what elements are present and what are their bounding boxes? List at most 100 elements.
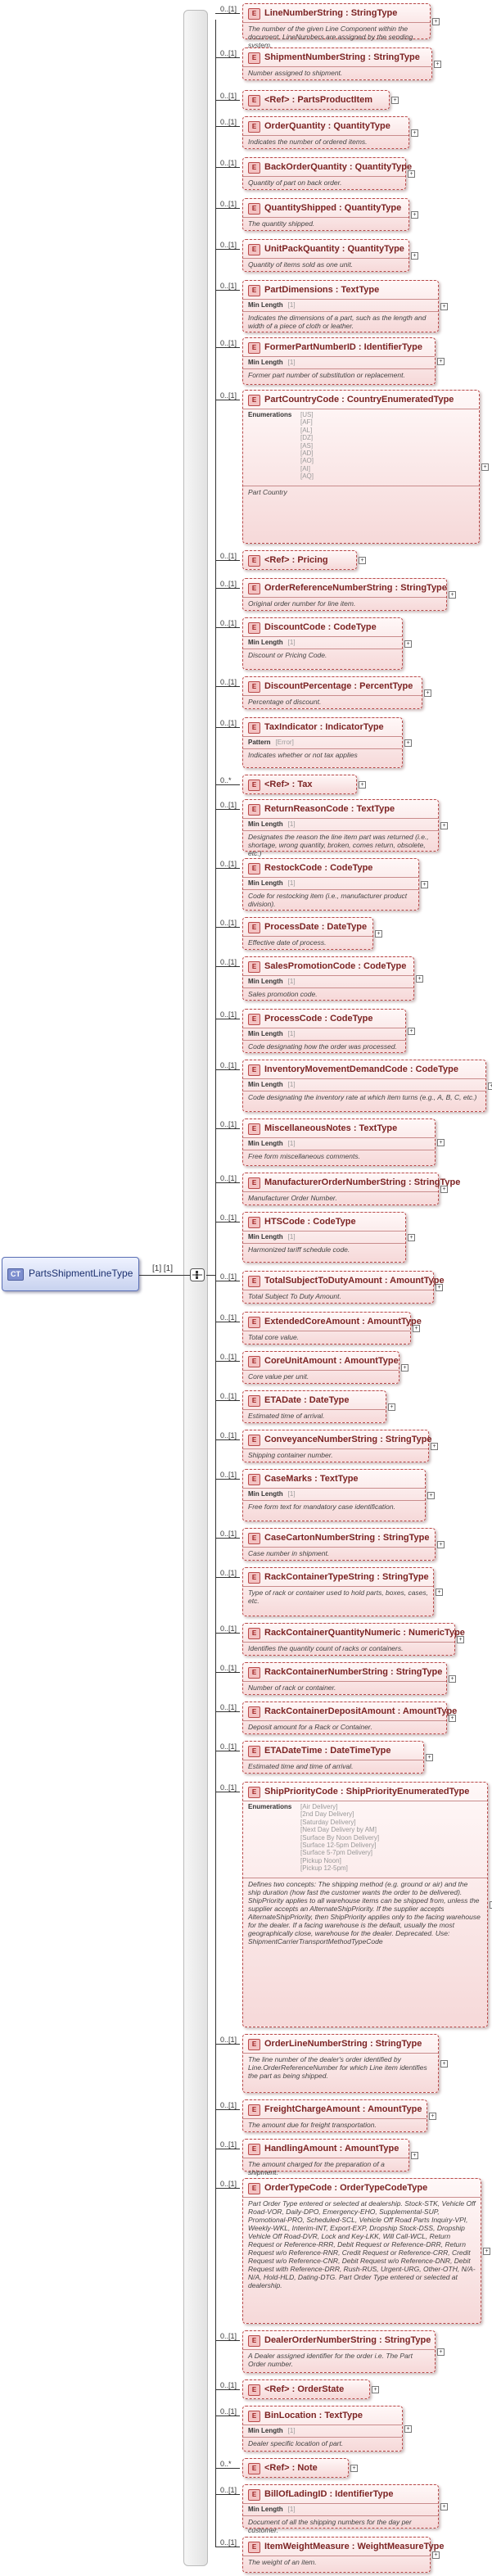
expand-toggle[interactable]: + — [432, 2551, 440, 2559]
expand-toggle[interactable]: + — [359, 557, 366, 564]
expand-toggle[interactable]: + — [359, 781, 366, 789]
expand-toggle[interactable]: + — [427, 1492, 435, 1499]
expand-toggle[interactable]: + — [440, 2060, 448, 2068]
expand-toggle[interactable]: + — [440, 1186, 448, 1193]
element-cardinality: 0..[1] — [220, 1703, 237, 1711]
element-connector — [215, 290, 240, 291]
expand-toggle[interactable]: + — [424, 689, 431, 697]
expand-toggle[interactable]: + — [449, 591, 456, 599]
element-box[interactable]: E<Ref> : Tax — [242, 775, 357, 794]
expand-toggle[interactable]: + — [440, 2503, 448, 2510]
expand-toggle[interactable]: + — [411, 211, 418, 219]
expand-toggle[interactable]: + — [388, 1403, 395, 1411]
expand-toggle[interactable]: + — [372, 2386, 379, 2393]
expand-toggle[interactable]: + — [436, 1284, 443, 1291]
element-connector — [215, 2340, 240, 2341]
element-box[interactable]: E<Ref> : PartsProductItem — [242, 90, 390, 110]
expand-toggle[interactable]: + — [411, 2152, 418, 2159]
expand-toggle[interactable]: + — [437, 358, 445, 365]
expand-toggle[interactable]: + — [440, 822, 448, 829]
expand-toggle[interactable]: + — [408, 170, 415, 178]
expand-toggle[interactable]: + — [436, 1589, 443, 1596]
expand-toggle[interactable]: + — [488, 1082, 492, 1090]
expand-toggle[interactable]: + — [404, 640, 412, 648]
root-complex-type[interactable]: CT PartsShipmentLineType — [2, 1257, 139, 1291]
expand-toggle[interactable]: + — [413, 1325, 420, 1332]
element-box[interactable]: E<Ref> : Note — [242, 2458, 349, 2478]
expand-toggle[interactable]: + — [431, 1443, 438, 1450]
expand-toggle[interactable]: + — [350, 2465, 358, 2472]
expand-toggle[interactable]: + — [481, 463, 489, 471]
expand-toggle[interactable]: + — [416, 975, 423, 983]
element-cardinality: 0..[1] — [220, 552, 237, 560]
expand-toggle[interactable]: + — [411, 129, 418, 137]
expand-toggle[interactable]: + — [408, 1028, 415, 1035]
expand-toggle[interactable]: + — [408, 1234, 415, 1241]
expand-toggle[interactable]: + — [457, 1636, 464, 1643]
expand-toggle[interactable]: + — [391, 97, 399, 104]
expand-toggle[interactable]: + — [432, 18, 440, 25]
expand-toggle[interactable]: + — [426, 1754, 433, 1761]
expand-toggle[interactable]: + — [440, 303, 448, 310]
expand-toggle[interactable]: + — [421, 881, 428, 888]
expand-toggle[interactable]: + — [404, 2425, 412, 2433]
expand-toggle[interactable]: + — [401, 1364, 408, 1372]
expand-toggle[interactable]: + — [434, 61, 441, 68]
expand-toggle[interactable]: + — [411, 252, 418, 260]
element-box[interactable]: E<Ref> : Pricing — [242, 550, 357, 570]
expand-toggle[interactable]: + — [449, 1715, 456, 1722]
expand-toggle[interactable]: + — [437, 2348, 445, 2356]
expand-toggle[interactable]: + — [483, 2248, 490, 2255]
element-box[interactable]: E<Ref> : OrderState — [242, 2379, 370, 2399]
expand-toggle[interactable]: + — [449, 1675, 456, 1683]
expand-toggle[interactable]: + — [437, 1541, 445, 1548]
expand-toggle[interactable]: + — [437, 1139, 445, 1146]
expand-toggle[interactable]: + — [429, 2113, 436, 2120]
expand-toggle[interactable]: + — [404, 739, 412, 747]
expand-toggle[interactable]: + — [375, 930, 382, 938]
